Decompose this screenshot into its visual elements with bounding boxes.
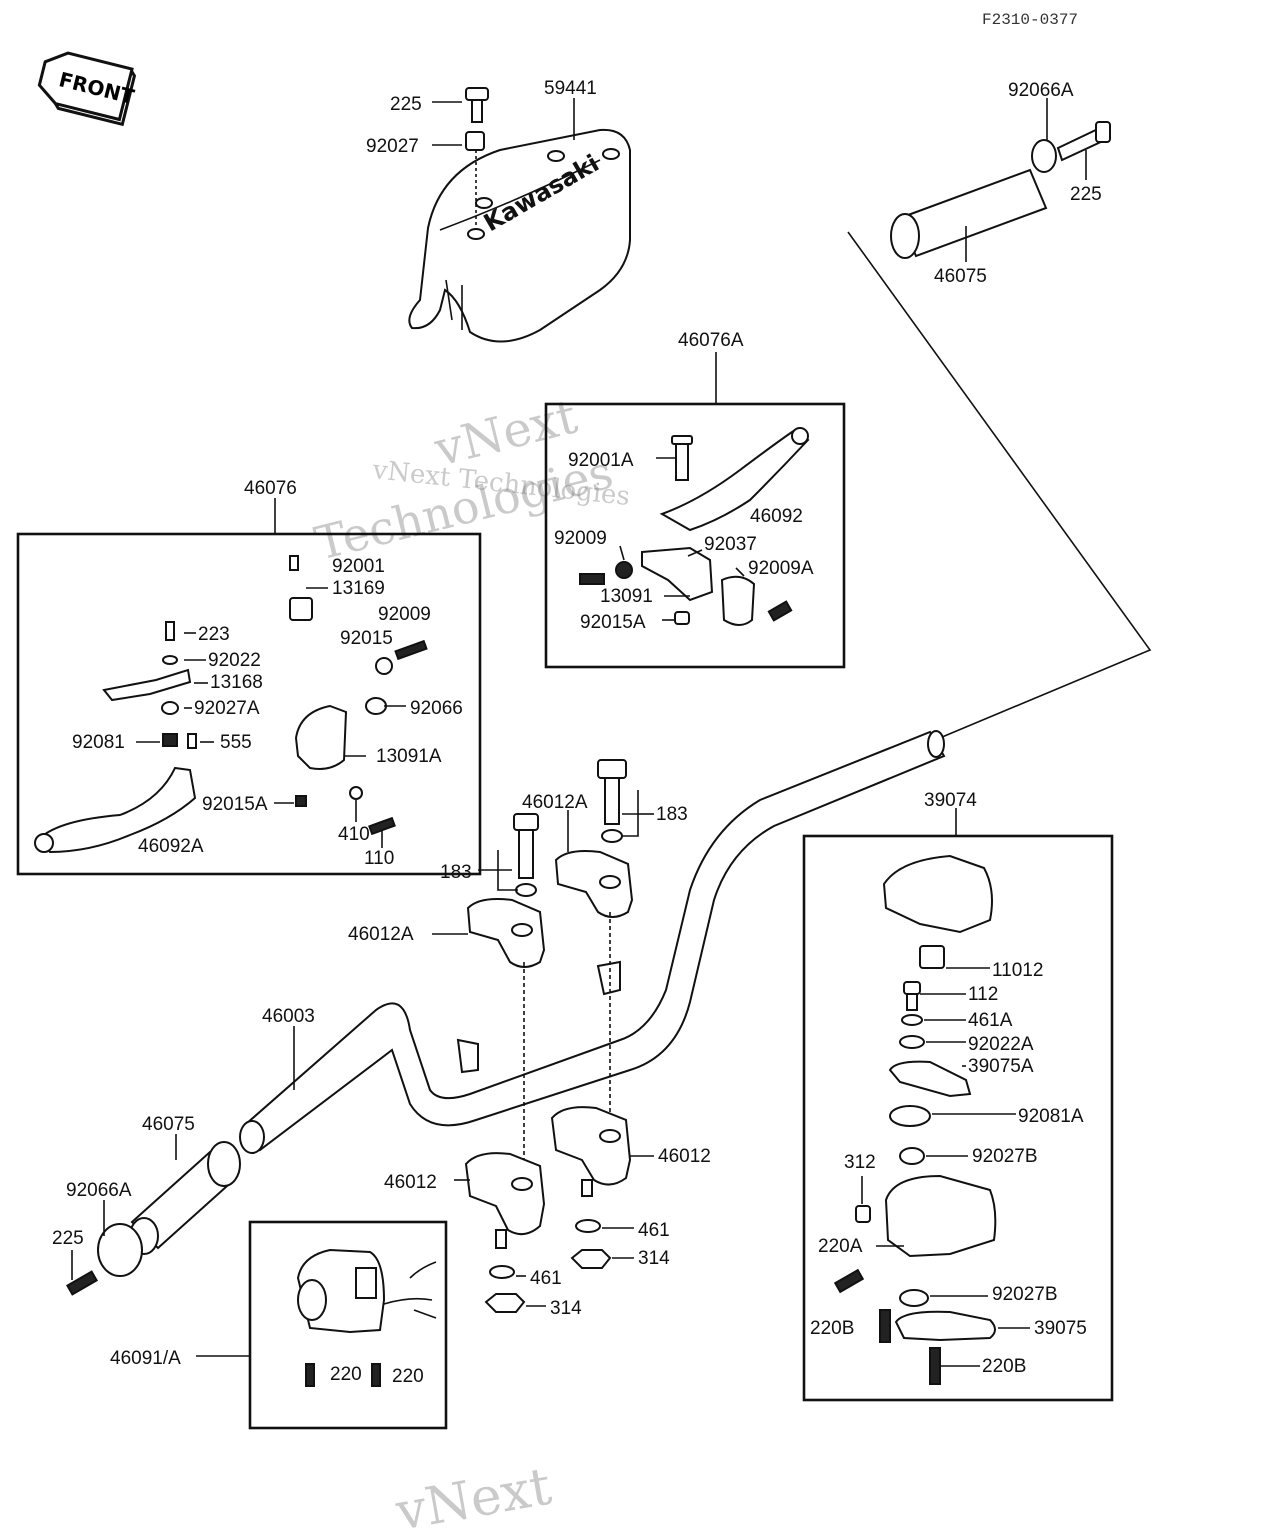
- label-13091a: 13091A: [376, 746, 442, 767]
- assembly-box-39074: [802, 834, 1114, 1402]
- left-switch-housing-drawing: [296, 1248, 437, 1387]
- label-92022: 92022: [208, 650, 261, 671]
- label-46075-right: 46075: [934, 266, 987, 287]
- label-39074: 39074: [924, 790, 977, 811]
- label-314-left: 314: [550, 1298, 582, 1319]
- handlebar-46003-drawing: [239, 730, 946, 1154]
- label-46092a: 46092A: [138, 836, 204, 857]
- label-183-left: 183: [440, 862, 472, 883]
- label-92009a: 92009A: [748, 558, 814, 579]
- label-92027: 92027: [366, 136, 419, 157]
- assembly-box-46091a: [248, 1220, 448, 1430]
- label-220b-upper: 220B: [810, 1318, 854, 1339]
- label-220-first: 220: [330, 1364, 362, 1385]
- label-59441: 59441: [544, 78, 597, 99]
- label-46012-left: 46012: [384, 1172, 437, 1193]
- label-555: 555: [220, 732, 252, 753]
- label-92015a-b: 92015A: [580, 612, 646, 633]
- assembly-box-46076a: [544, 402, 846, 669]
- label-13168: 13168: [210, 672, 263, 693]
- label-92009-b: 92009: [554, 528, 607, 549]
- assembly-box-46076: [16, 532, 482, 876]
- label-46012a-lower: 46012A: [348, 924, 414, 945]
- brake-lever-46092-drawing: [579, 427, 810, 626]
- label-312: 312: [844, 1152, 876, 1173]
- label-11012: 11012: [992, 960, 1043, 981]
- label-220b-lower: 220B: [982, 1356, 1026, 1377]
- drawing-code: F2310-0377: [982, 11, 1078, 29]
- upper-clamps-drawing: [466, 759, 634, 968]
- label-92015: 92015: [340, 628, 393, 649]
- label-92027b-lower: 92027B: [992, 1284, 1058, 1305]
- label-92027a: 92027A: [194, 698, 260, 719]
- watermark-text-bottom: vNext: [391, 1457, 556, 1536]
- label-13169: 13169: [332, 578, 385, 599]
- throttle-cable-line: [847, 231, 1152, 741]
- label-92001a: 92001A: [568, 450, 634, 471]
- label-46075-left: 46075: [142, 1114, 195, 1135]
- label-92066a-right: 92066A: [1008, 80, 1074, 101]
- label-461a: 461A: [968, 1010, 1013, 1031]
- label-46091a: 46091/A: [110, 1348, 181, 1369]
- label-225-right: 225: [1070, 184, 1102, 205]
- handlebar-pad-drawing: Kawasaki: [408, 87, 631, 343]
- label-112: 112: [968, 984, 998, 1005]
- label-410: 410: [338, 824, 370, 845]
- label-13091: 13091: [600, 586, 653, 607]
- label-92081: 92081: [72, 732, 125, 753]
- label-46076a: 46076A: [678, 330, 744, 351]
- label-225-left: 225: [52, 1228, 84, 1249]
- lower-clamps-drawing: [464, 1106, 632, 1313]
- label-220-second: 220: [392, 1366, 424, 1387]
- label-92015a-a: 92015A: [202, 794, 268, 815]
- label-183-right: 183: [656, 804, 688, 825]
- right-grip-drawing: [890, 121, 1111, 259]
- label-220a: 220A: [818, 1236, 863, 1257]
- label-314-right: 314: [638, 1248, 670, 1269]
- label-92066a-left: 92066A: [66, 1180, 132, 1201]
- label-46003: 46003: [262, 1006, 315, 1027]
- label-46012-right: 46012: [658, 1146, 711, 1167]
- label-225-top: 225: [390, 94, 422, 115]
- label-92009-a: 92009: [378, 604, 431, 625]
- label-461-left: 461: [530, 1268, 562, 1289]
- label-39075a: 39075A: [968, 1056, 1034, 1077]
- label-92001: 92001: [332, 556, 385, 577]
- label-46092: 46092: [750, 506, 803, 527]
- label-92037: 92037: [704, 534, 757, 555]
- label-92081a: 92081A: [1018, 1106, 1084, 1127]
- throttle-housing-drawing: [833, 854, 997, 1385]
- left-grip-drawing: [66, 1141, 241, 1296]
- label-46012a-upper: 46012A: [522, 792, 588, 813]
- label-92027b-upper: 92027B: [972, 1146, 1038, 1167]
- label-46076: 46076: [244, 478, 297, 499]
- label-223: 223: [198, 624, 230, 645]
- label-92022a: 92022A: [968, 1034, 1034, 1055]
- clutch-lever-46092a-drawing: [34, 555, 428, 854]
- label-110: 110: [364, 848, 394, 869]
- front-arrow-badge: FRONT: [37, 51, 137, 127]
- label-39075: 39075: [1034, 1318, 1087, 1339]
- label-92066: 92066: [410, 698, 463, 719]
- label-461-right: 461: [638, 1220, 670, 1241]
